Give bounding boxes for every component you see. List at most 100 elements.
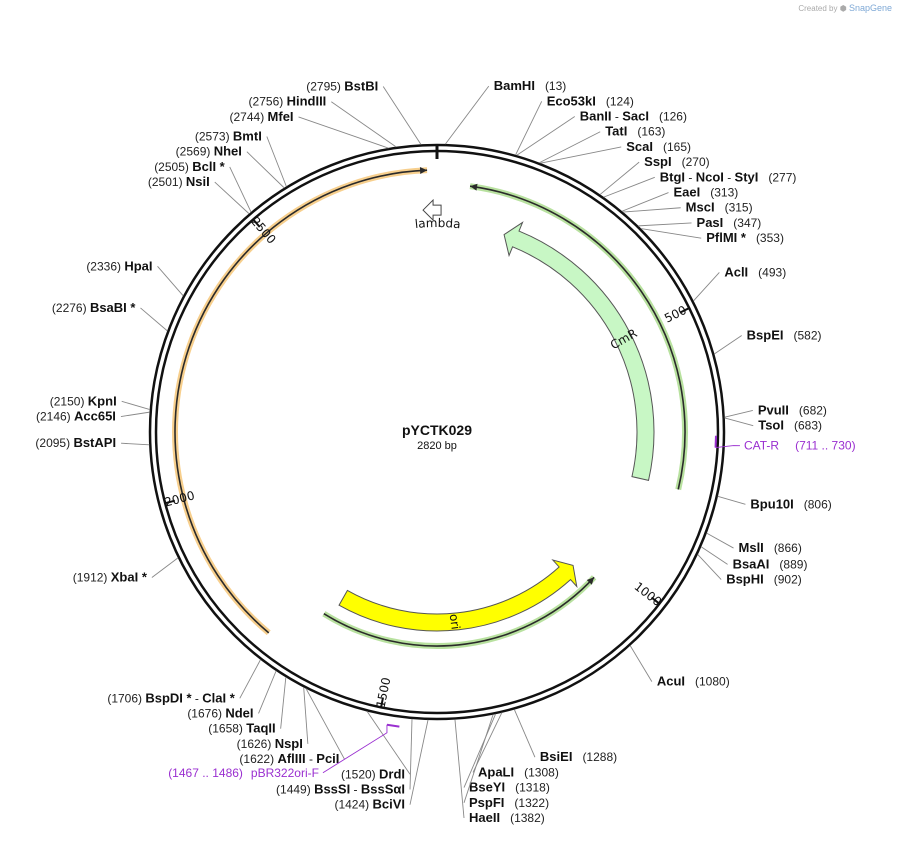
site-pflmi[interactable]: PflMI *(353) bbox=[640, 228, 784, 246]
site-pvuii[interactable]: PvuII(682) bbox=[724, 402, 827, 418]
site-ndei[interactable]: (1676) NdeI bbox=[187, 670, 277, 721]
site-bstapi[interactable]: (2095) BstAPI bbox=[35, 435, 150, 450]
site-bamhi[interactable]: BamHI(13) bbox=[444, 78, 566, 145]
site-label: TsoI (683) bbox=[758, 418, 822, 433]
site-tsoi[interactable]: TsoI (683) bbox=[724, 417, 822, 433]
site-scai[interactable]: ScaI(165) bbox=[540, 139, 691, 164]
site-xbai[interactable]: (1912) XbaI * bbox=[73, 557, 179, 585]
site-leader-line bbox=[513, 709, 536, 758]
site-leader-line bbox=[629, 645, 653, 682]
site-apali[interactable]: ApaLI(1308) bbox=[472, 712, 559, 780]
site-hindiii[interactable]: (2756) HindIII bbox=[249, 94, 397, 148]
site-label: (2150) KpnI bbox=[50, 393, 117, 408]
site-position: (2505) bbox=[154, 160, 189, 174]
site-banii[interactable]: BanII - SacI(126) bbox=[516, 109, 687, 156]
site-position: (1322) bbox=[514, 796, 549, 810]
site-btgi[interactable]: BtgI - NcoI - StyI(277) bbox=[603, 169, 797, 198]
site-leader-line bbox=[298, 116, 389, 149]
site-enzyme-name: KpnI bbox=[88, 393, 117, 408]
site-bseyi[interactable]: BseYI(1318) bbox=[463, 713, 550, 795]
site-separator: - bbox=[350, 782, 361, 796]
terminator-feature-arrow[interactable] bbox=[422, 198, 442, 222]
site-eaei[interactable]: EaeI(313) bbox=[621, 185, 738, 212]
site-pspfi[interactable]: PspFI(1322) bbox=[463, 714, 549, 810]
site-separator: - bbox=[724, 170, 735, 184]
site-nhei[interactable]: (2569) NheI bbox=[176, 144, 285, 189]
site-mfei[interactable]: (2744) MfeI bbox=[230, 109, 389, 149]
site-label: PvuII(682) bbox=[758, 402, 827, 417]
tick-mark bbox=[679, 307, 690, 314]
site-afliii[interactable]: (1622) AflIII - PciI bbox=[239, 688, 345, 766]
site-label: ScaI(165) bbox=[626, 139, 691, 154]
site-tati[interactable]: TatI(163) bbox=[539, 124, 665, 164]
site-position: (277) bbox=[768, 170, 796, 184]
site-leader-line bbox=[693, 272, 720, 302]
site-enzyme-name: ApaLI bbox=[478, 764, 514, 779]
site-sspi[interactable]: SspI(270) bbox=[599, 154, 710, 195]
site-acui[interactable]: AcuI(1080) bbox=[629, 645, 730, 689]
site-position: (1424) bbox=[334, 798, 369, 812]
site-enzyme-name: TaqII bbox=[246, 721, 275, 736]
site-enzyme-name: BssSαI bbox=[361, 781, 405, 796]
site-leader-line bbox=[713, 335, 742, 355]
site-drdi[interactable]: (1520) DrdI bbox=[341, 711, 411, 781]
site-enzyme-name: TsoI bbox=[758, 418, 784, 433]
site-hpai[interactable]: (2336) HpaI bbox=[86, 258, 184, 297]
site-leader-line bbox=[239, 659, 261, 699]
site-acc65i[interactable]: (2146) Acc65I bbox=[36, 409, 150, 424]
site-bcli[interactable]: (2505) BclI * bbox=[154, 159, 252, 213]
site-position: (2150) bbox=[50, 394, 85, 408]
primer-pbr322ori-f[interactable]: (1467 .. 1486)pBR322ori-F bbox=[168, 723, 400, 780]
site-position: (2501) bbox=[148, 175, 183, 189]
site-acli[interactable]: AclI(493) bbox=[693, 264, 786, 302]
site-label: (1424) BciVI bbox=[334, 797, 405, 812]
site-nsii[interactable]: (2501) NsiI bbox=[148, 174, 250, 215]
site-leader-line bbox=[724, 417, 754, 427]
site-bmti[interactable]: (2573) BmtI bbox=[195, 128, 287, 187]
site-bstbi[interactable]: (2795) BstBI bbox=[306, 79, 422, 145]
site-nspi[interactable]: (1626) NspI bbox=[237, 687, 309, 751]
site-label: (2744) MfeI bbox=[230, 109, 294, 124]
site-enzyme-name: BspHI bbox=[726, 572, 764, 587]
primer-name: CAT-R bbox=[744, 439, 779, 453]
site-enzyme-name: BclI * bbox=[192, 159, 225, 174]
site-bspdi[interactable]: (1706) BspDI * - ClaI * bbox=[107, 659, 261, 706]
site-pasi[interactable]: PasI(347) bbox=[638, 215, 761, 230]
site-msci[interactable]: MscI(315) bbox=[622, 200, 753, 215]
site-label: BsaAI(889) bbox=[733, 556, 808, 571]
site-position: (165) bbox=[663, 140, 691, 154]
watermark-created-by: Created by bbox=[798, 4, 838, 13]
site-leader-line bbox=[331, 101, 397, 148]
site-enzyme-name: BanII bbox=[580, 109, 612, 124]
site-label: (2505) BclI * bbox=[154, 159, 225, 174]
site-enzyme-name: HpaI bbox=[124, 258, 152, 273]
site-bsphi[interactable]: BspHI(902) bbox=[697, 554, 802, 587]
site-bspei[interactable]: BspEI(582) bbox=[713, 327, 822, 355]
site-bcivi[interactable]: (1424) BciVI bbox=[334, 719, 429, 812]
site-leader-line bbox=[214, 181, 250, 215]
ori-feature-arrow[interactable] bbox=[338, 559, 578, 632]
restriction-site-layer: BamHI(13)Eco53kI(124)BanII - SacI(126)Ta… bbox=[35, 78, 831, 825]
site-eco53ki[interactable]: Eco53kI(124) bbox=[515, 93, 634, 156]
watermark: Created by ⬢ SnapGene bbox=[798, 3, 892, 13]
site-bsssi[interactable]: (1449) BssSI - BssSαI bbox=[276, 718, 413, 797]
plasmid-length: 2820 bp bbox=[417, 440, 457, 452]
site-position: (683) bbox=[794, 419, 822, 433]
site-position: (2573) bbox=[195, 129, 230, 143]
primer-cat-r[interactable]: CAT-R(711 .. 730) bbox=[714, 435, 856, 453]
site-label: TatI(163) bbox=[605, 124, 665, 139]
site-position: (2756) bbox=[249, 95, 284, 109]
cmr-feature-arrow[interactable] bbox=[503, 221, 655, 482]
site-enzyme-name: AflIII bbox=[277, 751, 305, 766]
site-enzyme-name: BsaBI * bbox=[90, 300, 136, 315]
site-bsaai[interactable]: BsaAI(889) bbox=[700, 546, 808, 572]
primer-range: (1467 .. 1486) bbox=[168, 766, 243, 780]
site-bsiei[interactable]: BsiEI(1288) bbox=[513, 709, 617, 764]
site-bpu10i[interactable]: Bpu10I(806) bbox=[717, 495, 832, 511]
site-taqii[interactable]: (1658) TaqII bbox=[208, 677, 287, 736]
site-msli[interactable]: MslI(866) bbox=[706, 532, 802, 555]
site-bsabi[interactable]: (2276) BsaBI * bbox=[52, 300, 168, 332]
tick-label: 2000 bbox=[163, 488, 196, 509]
site-haeii[interactable]: HaeII(1382) bbox=[454, 719, 545, 825]
site-kpni[interactable]: (2150) KpnI bbox=[50, 393, 151, 410]
